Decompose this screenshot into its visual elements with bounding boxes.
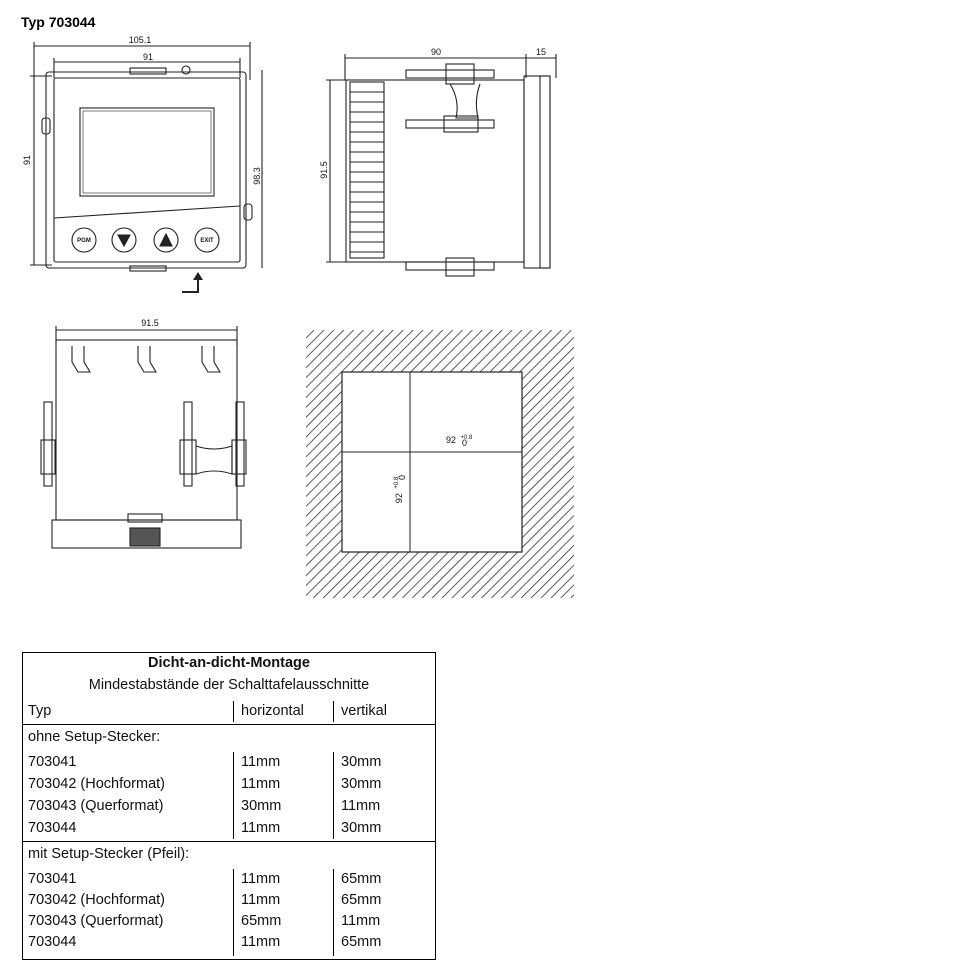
- cell-vertikal: 30mm: [341, 754, 382, 770]
- top-view: [40, 326, 247, 549]
- button-pgm-label: PGM: [77, 238, 91, 244]
- table-row: 703042 (Hochformat) 11mm 65mm: [23, 890, 435, 911]
- table-title: Dicht-an-dicht-Montage: [148, 655, 310, 671]
- cell-vertikal: 30mm: [341, 820, 382, 836]
- technical-drawings: 105.1 91 91 98.3 PGM EXIT: [22, 35, 574, 598]
- cell-horizontal: 30mm: [241, 798, 282, 814]
- table-row: 703041 11mm 65mm: [23, 869, 435, 890]
- column-divider: [333, 752, 334, 839]
- cell-vertikal: 65mm: [341, 934, 382, 950]
- page-title: Typ 703044: [21, 14, 96, 30]
- cell-vertikal: 11mm: [341, 913, 381, 929]
- top-dim-width: 91.5: [141, 318, 159, 328]
- column-divider: [233, 752, 234, 839]
- cell-typ: 703041: [28, 871, 77, 887]
- column-divider: [333, 701, 334, 722]
- group-label: ohne Setup-Stecker:: [28, 729, 161, 745]
- table-row: 703042 (Hochformat) 11mm 30mm: [23, 774, 435, 795]
- front-view: [30, 42, 263, 293]
- group-divider: [23, 841, 435, 842]
- header-vertikal: vertikal: [341, 703, 387, 719]
- side-dim-bezel: 15: [536, 47, 546, 57]
- column-divider: [233, 869, 234, 956]
- cutout-label-horizontal: 92 +0.8: [446, 435, 473, 445]
- table-row: 703043 (Querformat) 30mm 11mm: [23, 796, 435, 817]
- cell-vertikal: 11mm: [341, 798, 381, 814]
- side-view: [326, 54, 557, 277]
- side-dim-depth: 90: [431, 47, 441, 57]
- table-title-row: Dicht-an-dicht-Montage: [23, 653, 435, 674]
- button-exit-label: EXIT: [200, 238, 214, 244]
- table-header-row: Typ horizontal vertikal: [23, 701, 435, 722]
- cell-horizontal: 11mm: [241, 871, 281, 887]
- table-subtitle: Mindestabstände der Schalttafelausschnit…: [88, 677, 370, 693]
- cell-typ: 703043 (Querformat): [28, 798, 164, 814]
- front-dim-width-outer: 105.1: [129, 35, 152, 45]
- cell-vertikal: 65mm: [341, 892, 382, 908]
- cutout-h-tol-plus: +0.8: [461, 435, 474, 441]
- group-label: mit Setup-Stecker (Pfeil):: [28, 846, 190, 862]
- cell-vertikal: 65mm: [341, 871, 382, 887]
- front-dim-width-inner: 91: [143, 52, 153, 62]
- column-divider: [333, 869, 334, 956]
- cell-horizontal: 11mm: [241, 754, 281, 770]
- cutout-v-tol-plus: +0.8: [394, 476, 400, 489]
- group-label-row: mit Setup-Stecker (Pfeil):: [23, 844, 435, 865]
- cutout-v-tol-minus: 0: [397, 475, 407, 480]
- side-dim-height: 91.5: [319, 161, 329, 179]
- table-row: 703041 11mm 30mm: [23, 752, 435, 773]
- cell-typ: 703043 (Querformat): [28, 913, 164, 929]
- cell-typ: 703044: [28, 934, 77, 950]
- table-row: 703044 11mm 30mm: [23, 818, 435, 839]
- cell-horizontal: 11mm: [241, 776, 281, 792]
- panel-cutout: [306, 330, 574, 598]
- table-subtitle-row: Mindestabstände der Schalttafelausschnit…: [23, 675, 435, 696]
- header-divider: [23, 724, 435, 725]
- front-dim-height-left: 91: [22, 155, 32, 165]
- header-horizontal: horizontal: [241, 703, 304, 719]
- cell-typ: 703041: [28, 754, 77, 770]
- cell-typ: 703042 (Hochformat): [28, 892, 166, 908]
- column-divider: [233, 701, 234, 722]
- spacing-table: Dicht-an-dicht-Montage Mindestabstände d…: [22, 652, 436, 960]
- header-typ: Typ: [28, 703, 52, 719]
- cell-horizontal: 11mm: [241, 892, 281, 908]
- cutout-v-value: 92: [394, 493, 404, 503]
- table-row: 703043 (Querformat) 65mm 11mm: [23, 911, 435, 932]
- cell-horizontal: 11mm: [241, 934, 281, 950]
- cutout-label-vertical: 92 +0.8: [394, 476, 404, 503]
- cell-horizontal: 11mm: [241, 820, 281, 836]
- cell-horizontal: 65mm: [241, 913, 282, 929]
- cell-typ: 703044: [28, 820, 77, 836]
- table-row: 703044 11mm 65mm: [23, 932, 435, 953]
- front-dim-height-right: 98.3: [252, 167, 262, 185]
- cutout-h-tol-minus: 0: [462, 438, 467, 448]
- cutout-h-value: 92: [446, 435, 456, 445]
- cell-typ: 703042 (Hochformat): [28, 776, 166, 792]
- cell-vertikal: 30mm: [341, 776, 382, 792]
- group-label-row: ohne Setup-Stecker:: [23, 727, 435, 748]
